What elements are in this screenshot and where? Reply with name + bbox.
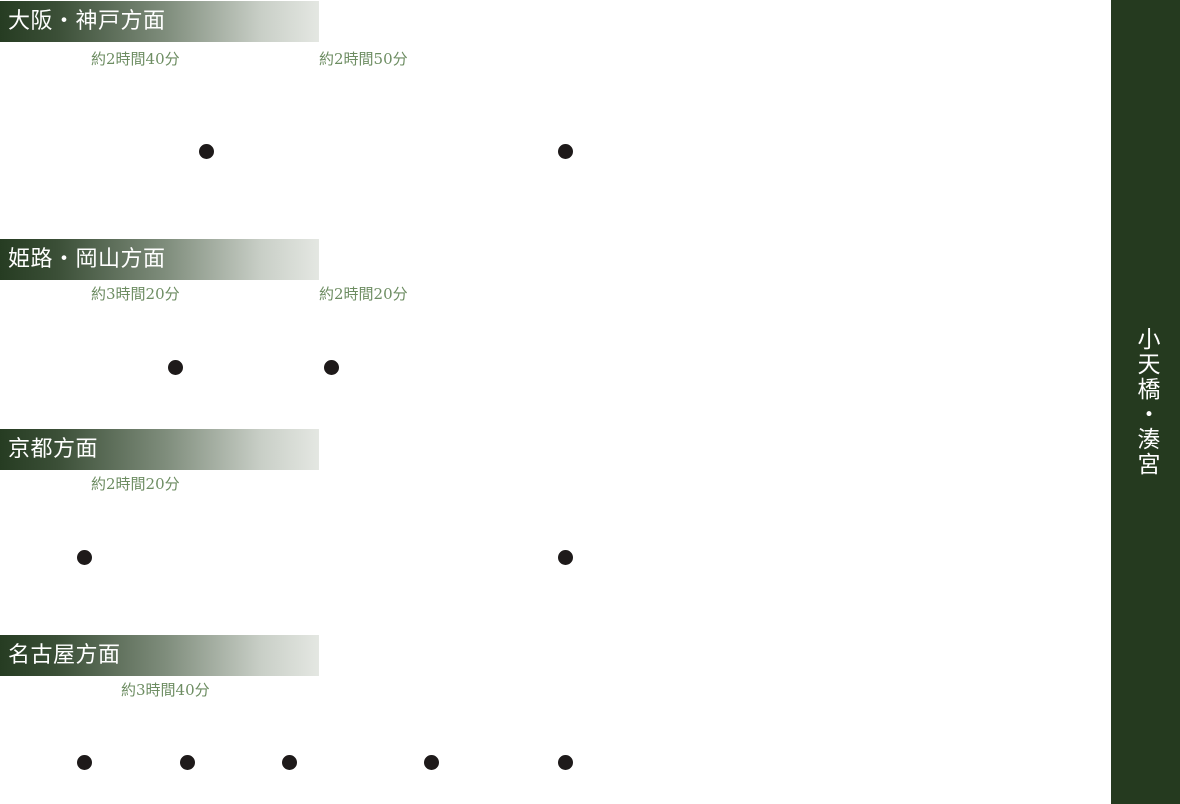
route-section-kyoto: 京都方面 約2時間20分: [0, 428, 1110, 633]
route-stop-dot: [180, 755, 195, 770]
travel-time-label: 約2時間40分: [91, 50, 180, 68]
route-stop-dot: [168, 360, 183, 375]
route-section-himeji-okayama: 姫路・岡山方面 約3時間20分 約2時間20分: [0, 238, 1110, 428]
route-header-kyoto: 京都方面: [0, 429, 319, 470]
route-stop-dot: [77, 755, 92, 770]
route-header-himeji-okayama: 姫路・岡山方面: [0, 239, 319, 280]
destination-label: 小天橋・湊宮: [1133, 327, 1159, 477]
route-header-nagoya: 名古屋方面: [0, 635, 319, 676]
travel-time-label: 約2時間20分: [319, 285, 408, 303]
travel-time-label: 約2時間20分: [91, 475, 180, 493]
route-title: 姫路・岡山方面: [8, 246, 166, 272]
route-stop-dot: [282, 755, 297, 770]
route-title: 大阪・神戸方面: [8, 8, 166, 34]
route-section-osaka-kobe: 大阪・神戸方面 約2時間40分 約2時間50分: [0, 0, 1110, 230]
route-stop-dot: [558, 144, 573, 159]
route-stop-dot: [558, 550, 573, 565]
travel-time-label: 約3時間40分: [121, 681, 210, 699]
route-stop-dot: [199, 144, 214, 159]
destination-sidebar: 小天橋・湊宮: [1111, 0, 1180, 804]
route-title: 名古屋方面: [8, 642, 121, 668]
route-stop-dot: [558, 755, 573, 770]
route-header-osaka-kobe: 大阪・神戸方面: [0, 1, 319, 42]
travel-time-label: 約3時間20分: [91, 285, 180, 303]
route-title: 京都方面: [8, 436, 99, 462]
route-stop-dot: [424, 755, 439, 770]
travel-time-label: 約2時間50分: [319, 50, 408, 68]
route-stop-dot: [324, 360, 339, 375]
route-stop-dot: [77, 550, 92, 565]
route-section-nagoya: 名古屋方面 約3時間40分: [0, 634, 1110, 804]
